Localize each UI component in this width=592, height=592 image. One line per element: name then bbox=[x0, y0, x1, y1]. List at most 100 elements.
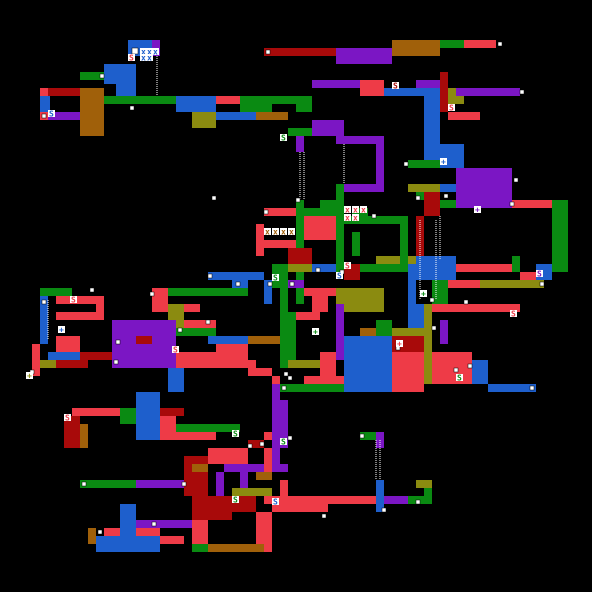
map-room[interactable] bbox=[336, 136, 384, 144]
map-room[interactable] bbox=[392, 328, 432, 336]
map-room[interactable] bbox=[288, 248, 312, 264]
map-room[interactable] bbox=[424, 304, 432, 384]
map-room[interactable] bbox=[352, 360, 384, 392]
map-room[interactable] bbox=[512, 256, 520, 272]
map-room[interactable] bbox=[184, 456, 208, 496]
map-room[interactable] bbox=[440, 40, 464, 48]
map-room[interactable] bbox=[448, 112, 480, 120]
map-room[interactable] bbox=[80, 424, 88, 448]
map-room[interactable] bbox=[120, 504, 136, 536]
map-room[interactable] bbox=[96, 296, 104, 320]
map-room[interactable] bbox=[264, 280, 272, 304]
map-room[interactable] bbox=[136, 480, 184, 488]
map-room[interactable] bbox=[216, 472, 224, 504]
map-room[interactable] bbox=[56, 360, 88, 368]
map-room[interactable] bbox=[424, 96, 440, 160]
map-room[interactable] bbox=[304, 288, 336, 296]
map-room[interactable] bbox=[448, 304, 520, 312]
map-room[interactable] bbox=[240, 96, 272, 112]
map-room[interactable] bbox=[288, 360, 320, 368]
map-room[interactable] bbox=[304, 496, 328, 504]
map-room[interactable] bbox=[304, 376, 344, 384]
map-room[interactable] bbox=[312, 80, 360, 88]
map-room[interactable] bbox=[288, 280, 304, 288]
map-room[interactable] bbox=[216, 96, 240, 104]
map-room[interactable] bbox=[40, 96, 50, 112]
map-room[interactable] bbox=[80, 480, 136, 488]
map-room[interactable] bbox=[104, 96, 176, 104]
map-room[interactable] bbox=[296, 312, 320, 320]
map-room[interactable] bbox=[256, 512, 272, 552]
map-room[interactable] bbox=[224, 464, 264, 472]
map-room[interactable] bbox=[136, 520, 160, 528]
map-room[interactable] bbox=[360, 264, 408, 272]
map-room[interactable] bbox=[288, 264, 312, 272]
map-room[interactable] bbox=[216, 112, 256, 120]
map-room[interactable] bbox=[488, 384, 536, 392]
map-room[interactable] bbox=[304, 208, 320, 216]
map-room[interactable] bbox=[272, 384, 280, 464]
map-room[interactable] bbox=[256, 472, 272, 480]
map-room[interactable] bbox=[56, 312, 104, 320]
map-room[interactable] bbox=[288, 312, 296, 360]
map-room[interactable] bbox=[256, 224, 264, 256]
map-room[interactable] bbox=[160, 408, 184, 416]
map-room[interactable] bbox=[408, 280, 416, 304]
map-room[interactable] bbox=[376, 256, 416, 264]
map-room[interactable] bbox=[432, 200, 456, 208]
map-room[interactable] bbox=[176, 424, 240, 432]
map-room[interactable] bbox=[312, 120, 344, 136]
map-room[interactable] bbox=[512, 200, 552, 208]
map-room[interactable] bbox=[320, 200, 336, 216]
map-room[interactable] bbox=[208, 288, 248, 296]
map-room[interactable] bbox=[280, 384, 344, 392]
map-room[interactable] bbox=[432, 352, 472, 376]
map-room[interactable] bbox=[360, 432, 384, 440]
map-room[interactable] bbox=[360, 216, 408, 224]
map-room[interactable] bbox=[272, 96, 312, 104]
map-room[interactable] bbox=[272, 464, 288, 472]
map-room[interactable] bbox=[448, 280, 480, 288]
map-room[interactable] bbox=[400, 216, 408, 264]
map-room[interactable] bbox=[408, 304, 424, 328]
map-room[interactable] bbox=[136, 336, 152, 344]
map-room[interactable] bbox=[344, 184, 384, 192]
map-room[interactable] bbox=[216, 344, 248, 360]
map-room[interactable] bbox=[168, 288, 208, 296]
map-room[interactable] bbox=[120, 408, 136, 424]
map-room[interactable] bbox=[80, 352, 112, 360]
map-room[interactable] bbox=[40, 360, 56, 368]
map-room[interactable] bbox=[176, 96, 216, 112]
map-room[interactable] bbox=[288, 128, 312, 136]
map-room[interactable] bbox=[304, 216, 336, 240]
map-room[interactable] bbox=[320, 352, 336, 376]
map-room[interactable] bbox=[384, 496, 408, 504]
map-room[interactable] bbox=[96, 536, 160, 552]
map-room[interactable] bbox=[408, 184, 440, 192]
map-room[interactable] bbox=[280, 480, 288, 496]
map-room[interactable] bbox=[80, 88, 104, 136]
map-room[interactable] bbox=[208, 336, 248, 344]
map-room[interactable] bbox=[160, 432, 216, 440]
map-room[interactable] bbox=[456, 88, 520, 96]
map-room[interactable] bbox=[392, 352, 424, 392]
map-room[interactable] bbox=[464, 40, 496, 48]
map-room[interactable] bbox=[136, 392, 160, 440]
map-room[interactable] bbox=[40, 296, 48, 344]
map-room[interactable] bbox=[192, 496, 232, 520]
map-room[interactable] bbox=[376, 136, 384, 192]
map-room[interactable] bbox=[80, 72, 104, 80]
map-room[interactable] bbox=[264, 240, 296, 248]
map-room[interactable] bbox=[280, 272, 288, 368]
map-room[interactable] bbox=[116, 84, 136, 96]
map-room[interactable] bbox=[176, 360, 256, 368]
map-room[interactable] bbox=[280, 400, 288, 448]
map-room[interactable] bbox=[192, 544, 208, 552]
map-room[interactable] bbox=[152, 288, 168, 312]
map-room[interactable] bbox=[296, 136, 304, 152]
map-room[interactable] bbox=[192, 112, 216, 128]
map-room[interactable] bbox=[88, 528, 96, 544]
map-room[interactable] bbox=[336, 184, 344, 272]
map-room[interactable] bbox=[360, 328, 376, 336]
